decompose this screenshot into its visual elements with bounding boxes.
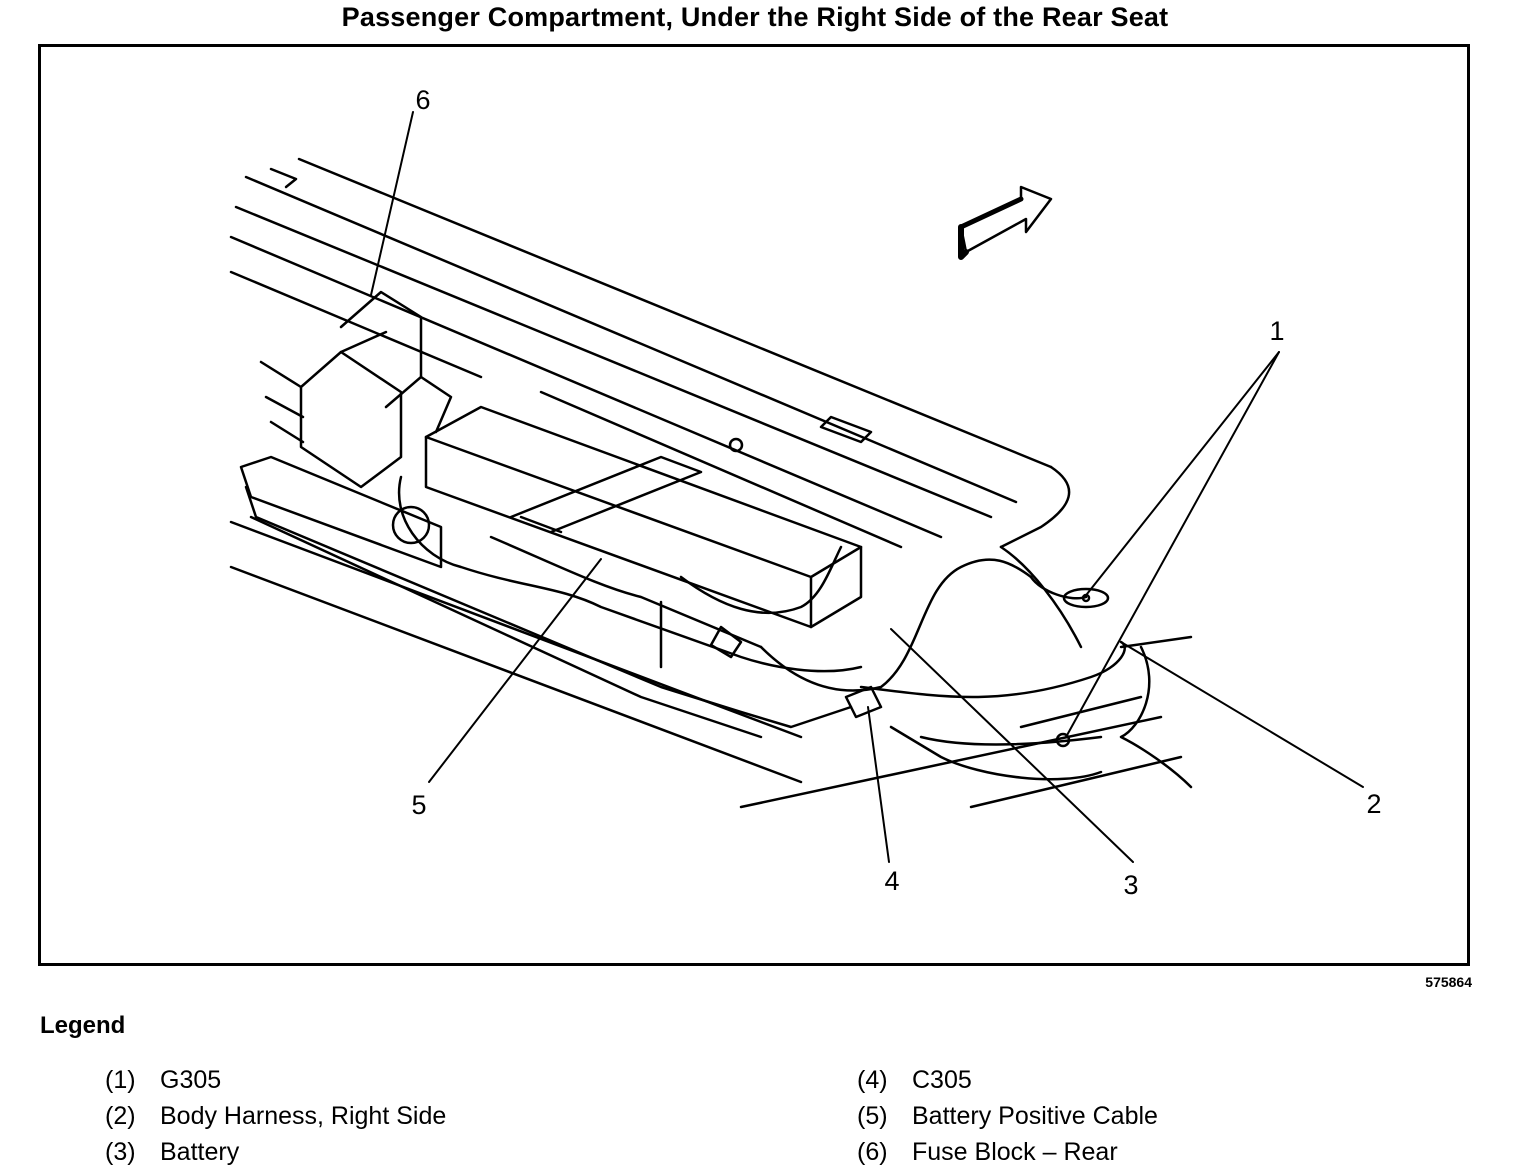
legend-item: (5) Battery Positive Cable: [857, 1098, 1158, 1134]
legend-item: (6) Fuse Block – Rear: [857, 1134, 1158, 1170]
illustration-frame: 1 2 3 4 5 6: [38, 44, 1470, 966]
c305-connector: [844, 685, 883, 719]
legend-item-label: G305: [160, 1066, 222, 1094]
legend-item-number: (5): [857, 1102, 888, 1130]
legend-item: (1) G305: [105, 1062, 446, 1098]
floor-panel-lines: [229, 520, 1193, 809]
legend-item-label: Battery: [160, 1138, 240, 1166]
callout-5: 5: [411, 790, 426, 820]
legend-column-right: (4) C305 (5) Battery Positive Cable (6) Fus…: [857, 1062, 1158, 1170]
callout-3: 3: [1123, 870, 1138, 900]
legend-title: Legend: [40, 1012, 126, 1039]
legend-item: (3) Battery: [105, 1134, 446, 1170]
legend-item-number: (2): [105, 1102, 136, 1130]
vehicle-illustration: 1 2 3 4 5 6: [229, 85, 1382, 900]
legend-item-label: Body Harness, Right Side: [160, 1102, 447, 1130]
battery-tray: [239, 455, 853, 739]
callout-6: 6: [415, 85, 430, 115]
legend-item: (4) C305: [857, 1062, 1158, 1098]
fuse-block: [259, 290, 453, 489]
legend-item-number: (6): [857, 1138, 888, 1166]
legend-column-left: (1) G305 (2) Body Harness, Right Side (3) B…: [105, 1062, 446, 1170]
legend-item-label: Fuse Block – Rear: [912, 1138, 1118, 1166]
legend-item-number: (4): [857, 1066, 888, 1094]
diagram-title: Passenger Compartment, Under the Right S…: [341, 2, 1169, 32]
legend-item-number: (3): [105, 1138, 136, 1166]
battery-box: [424, 405, 873, 669]
leader-lines: [370, 111, 1364, 863]
legend-item-label: Battery Positive Cable: [912, 1102, 1158, 1130]
legend-item-number: (1): [105, 1066, 136, 1094]
callout-1: 1: [1269, 316, 1284, 346]
cables: [391, 475, 1126, 781]
legend-item-label: C305: [912, 1066, 972, 1094]
callout-2: 2: [1366, 789, 1381, 819]
legend-item: (2) Body Harness, Right Side: [105, 1098, 446, 1134]
figure-number: 575864: [1425, 974, 1472, 990]
body-panel-lines: [229, 157, 1083, 649]
callout-4: 4: [884, 866, 899, 896]
direction-arrow-icon: [958, 185, 1053, 260]
